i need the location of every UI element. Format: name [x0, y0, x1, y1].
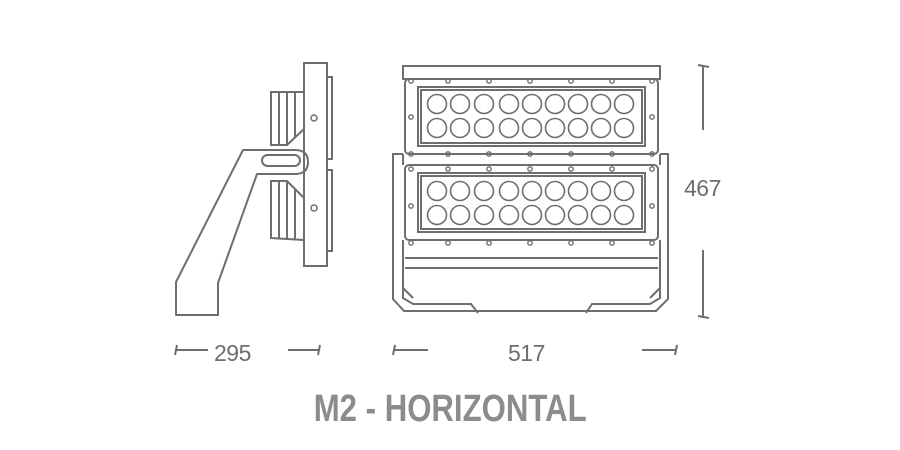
- front-view: [392, 65, 669, 314]
- dimension-lines: [174, 64, 710, 356]
- front-height-dimension: 467: [684, 175, 721, 201]
- front-width-dimension: 517: [508, 340, 545, 366]
- diagram-title: M2 - HORIZONTAL: [313, 388, 587, 430]
- side-view: [175, 62, 333, 316]
- side-width-dimension: 295: [214, 340, 251, 366]
